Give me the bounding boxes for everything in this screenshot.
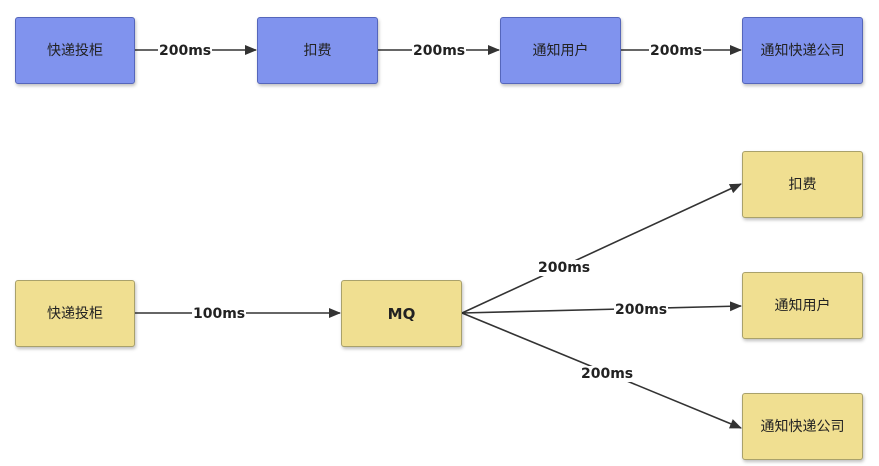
async-node-charge: 扣费 xyxy=(742,151,863,218)
async-node-notify-courier: 通知快递公司 xyxy=(742,393,863,460)
sync-node-notify-user: 通知用户 xyxy=(500,17,621,84)
async-node-mq-label: MQ xyxy=(387,304,416,323)
sync-edge-label-1: 200ms xyxy=(158,43,213,59)
sync-node-notify-courier: 通知快递公司 xyxy=(742,17,863,84)
async-edge-label-consumer-3: 200ms xyxy=(580,366,635,382)
sync-node-notify-courier-label: 通知快递公司 xyxy=(760,42,845,59)
sync-edge-label-3: 200ms xyxy=(649,43,704,59)
async-node-mq: MQ xyxy=(341,280,462,347)
sync-edge-label-2: 200ms xyxy=(412,43,467,59)
async-node-charge-label: 扣费 xyxy=(788,176,817,193)
async-arrow-mq-to-consumer-1 xyxy=(461,183,742,314)
async-node-notify-courier-label: 通知快递公司 xyxy=(760,418,845,435)
sync-node-locker-label: 快递投柜 xyxy=(47,42,103,59)
sync-node-notify-user-label: 通知用户 xyxy=(532,42,589,59)
async-node-locker-label: 快递投柜 xyxy=(47,305,103,322)
async-arrow-mq-to-consumer-2 xyxy=(461,301,742,314)
async-node-locker: 快递投柜 xyxy=(15,280,135,347)
async-node-notify-user-label: 通知用户 xyxy=(774,297,831,314)
sync-node-locker: 快递投柜 xyxy=(15,17,135,84)
sync-node-charge: 扣费 xyxy=(257,17,378,84)
async-node-notify-user: 通知用户 xyxy=(742,272,863,339)
async-edge-label-consumer-1: 200ms xyxy=(537,260,592,276)
async-edge-label-source: 100ms xyxy=(192,306,247,322)
sync-node-charge-label: 扣费 xyxy=(303,42,332,59)
async-edge-label-consumer-2: 200ms xyxy=(614,302,669,318)
